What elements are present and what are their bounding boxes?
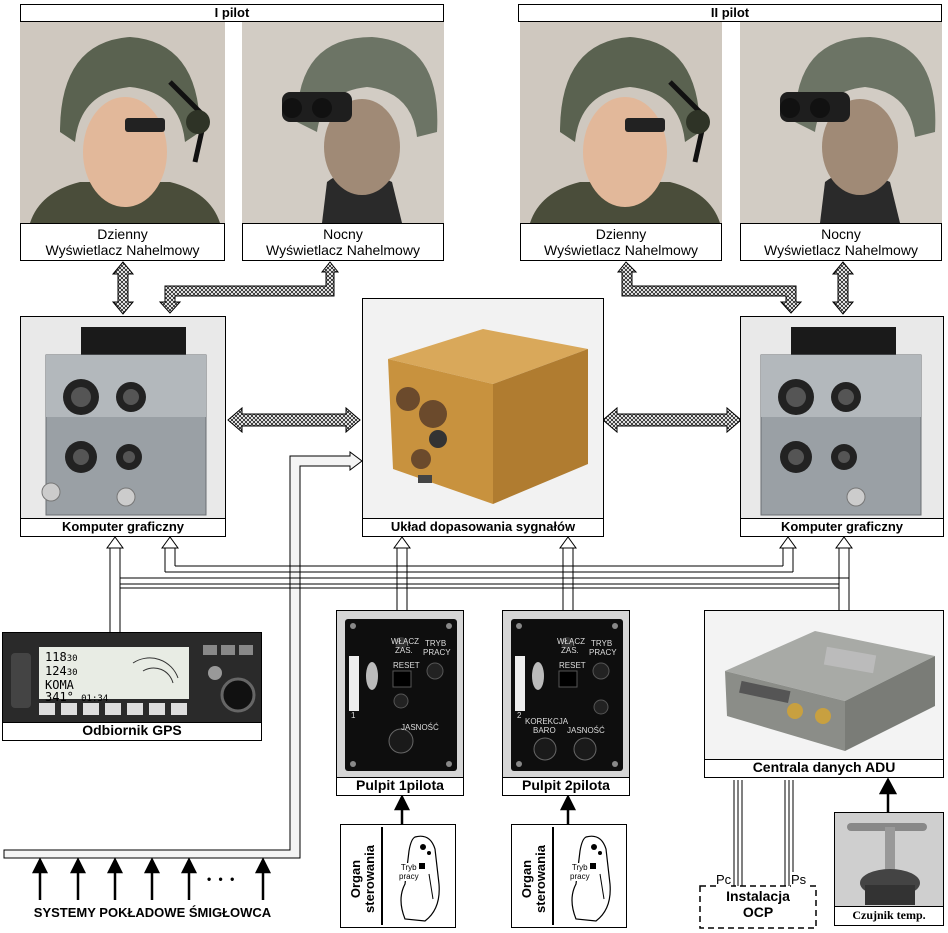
control-divider (552, 827, 554, 925)
graphics-computer-label-left: Komputer graficzny (20, 518, 226, 537)
helmet-photo-day-2 (520, 22, 722, 223)
label-line: Wyświetlacz Nahelmowy (266, 242, 420, 258)
label-line: Wyświetlacz Nahelmowy (45, 242, 200, 258)
panel-label: BARO (533, 726, 556, 735)
temp-sensor-photo (834, 812, 944, 908)
mode-label: Tryb (571, 863, 588, 872)
panel-label: 2 (517, 711, 522, 720)
onboard-systems-label: SYSTEMY POKŁADOWE ŚMIGŁOWCA (33, 905, 272, 920)
label-line: Nocny (323, 226, 363, 242)
panel-label: WŁĄCZ (391, 637, 419, 646)
panel-label: WŁĄCZ (557, 637, 585, 646)
pilot-panel-1-photo: WŁĄCZ ZAS. TRYB PRACY RESET JASNOŚĆ 1 (336, 610, 464, 778)
graphics-computer-photo-right (740, 316, 944, 519)
mode-label: pracy (399, 872, 419, 881)
graphics-computer-photo-left (20, 316, 226, 519)
panel-label: ZAS. (561, 646, 579, 655)
label-line: Wyświetlacz Nahelmowy (764, 242, 918, 258)
mode-label: Tryb (400, 863, 417, 872)
panel-label: ZAS. (395, 646, 413, 655)
panel-label: KOREKCJA (525, 717, 569, 726)
ocp-ps-label: Ps (791, 872, 807, 887)
joystick-icon (571, 835, 611, 922)
control-title-line: sterowania (533, 845, 548, 913)
panel-label: JASNOŚĆ (401, 723, 439, 732)
label-night-display-2: Nocny Wyświetlacz Nahelmowy (740, 223, 942, 261)
panel-label: RESET (559, 661, 586, 670)
signal-unit-photo (362, 298, 604, 518)
pilot-panel-2-label: Pulpit 2pilota (502, 777, 630, 796)
gps-freq-1-dec: 30 (66, 654, 78, 664)
link-systems-unit (3, 451, 363, 859)
panel-label: JASNOŚĆ (567, 726, 605, 735)
helmet-link-right-day (616, 261, 803, 314)
panel-label: 1 (351, 711, 356, 720)
gps-waypoint: KOMA (45, 678, 74, 692)
control-title-line: Organ (348, 859, 363, 899)
label-day-display-2: Dzienny Wyświetlacz Nahelmowy (520, 223, 722, 261)
panel-label: PRACY (423, 648, 451, 657)
control-stick-2: Organ sterowania Tryb pracy (511, 824, 627, 928)
graphics-computer-label-right: Komputer graficzny (740, 518, 944, 537)
panel-label: PRACY (589, 648, 617, 657)
helmet-link-left-1 (111, 261, 135, 315)
pilot-panel-2-photo: WŁĄCZ ZAS. TRYB PRACY RESET KOREKCJA BAR… (502, 610, 630, 778)
link-unit-right-computer (602, 406, 742, 434)
gps-heading: 341° (45, 690, 74, 704)
helmet-photo-night-2 (740, 22, 942, 223)
helmet-link-right-2 (831, 261, 855, 315)
panel2-text: WŁĄCZ ZAS. TRYB PRACY RESET KOREKCJA BAR… (503, 611, 629, 778)
gps-freq-1: 118 (45, 650, 67, 664)
panel-label: TRYB (425, 639, 447, 648)
panel1-text: WŁĄCZ ZAS. TRYB PRACY RESET JASNOŚĆ 1 (337, 611, 463, 778)
control-stick-1-title: Organ sterowania (343, 825, 383, 925)
panel-label: TRYB (591, 639, 613, 648)
bus-lines (109, 548, 850, 632)
ocp-pc-label: Pc (716, 872, 732, 887)
ocp-line: Instalacja (726, 888, 790, 904)
helmet-photo-night-1 (242, 22, 444, 223)
ocp-line: OCP (742, 904, 774, 920)
label-line: Nocny (821, 226, 861, 242)
adu-label: Centrala danych ADU (704, 759, 944, 778)
adu-photo (704, 610, 944, 760)
pilot-panel-1-label: Pulpit 1pilota (336, 777, 464, 796)
gps-freq-2-dec: 30 (66, 668, 78, 678)
control-divider (381, 827, 383, 925)
control-stick-2-mode: Tryb pracy (570, 863, 590, 881)
control-title-line: Organ (519, 859, 534, 899)
label-line: Wyświetlacz Nahelmowy (544, 242, 698, 258)
gps-screen: 11830 12430 KOMA 341° 01:34 (45, 651, 125, 705)
gps-receiver-label: Odbiornik GPS (2, 722, 262, 741)
ellipsis: • • • (207, 872, 237, 886)
pilot-header-1: I pilot (20, 4, 444, 22)
label-line: Dzienny (97, 226, 148, 242)
label-line: Dzienny (595, 226, 647, 242)
joystick-icon (400, 835, 440, 922)
label-night-display-1: Nocny Wyświetlacz Nahelmowy (242, 223, 444, 261)
control-stick-2-title: Organ sterowania (514, 825, 554, 925)
control-title-line: sterowania (362, 845, 377, 913)
helmet-link-left-night (158, 261, 340, 314)
panel-label: RESET (393, 661, 420, 670)
label-day-display-1: Dzienny Wyświetlacz Nahelmowy (20, 223, 225, 261)
control-stick-1-mode: Tryb pracy (399, 863, 419, 881)
ocp-installation: Instalacja OCP (702, 888, 814, 926)
control-stick-1: Organ sterowania Tryb pracy (340, 824, 456, 928)
mode-label: pracy (570, 872, 590, 881)
system-arrows (31, 857, 272, 900)
link-left-computer-unit (227, 406, 361, 434)
gps-time: 01:34 (81, 694, 109, 704)
helmet-photo-day-1 (20, 22, 225, 223)
gps-receiver-photo: 11830 12430 KOMA 341° 01:34 (2, 632, 262, 723)
pilot-header-2: II pilot (518, 4, 942, 22)
gps-freq-2: 124 (45, 664, 67, 678)
signal-unit-label: Układ dopasowania sygnałów (362, 518, 604, 537)
temp-sensor-label: Czujnik temp. (834, 906, 944, 926)
